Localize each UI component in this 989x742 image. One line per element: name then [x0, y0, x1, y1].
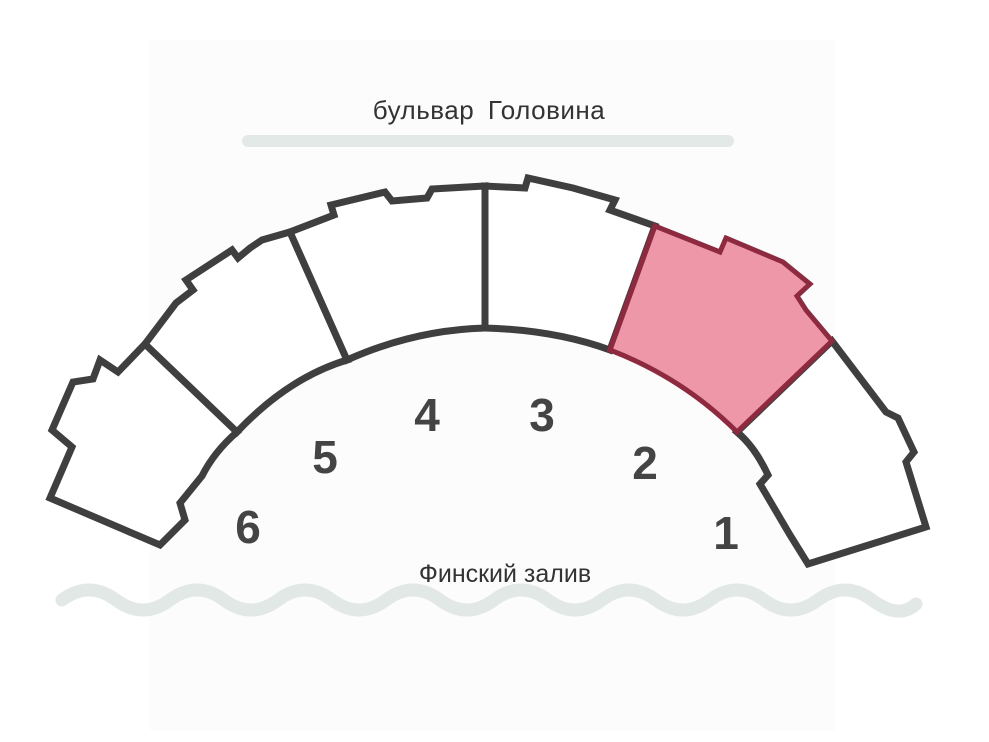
section-number-5: 5 — [312, 431, 338, 483]
section-number-6: 6 — [235, 501, 261, 553]
section-5[interactable] — [140, 227, 352, 437]
section-number-1: 1 — [713, 507, 739, 559]
gulf-wave — [55, 583, 923, 618]
section-4[interactable] — [285, 182, 489, 365]
section-1[interactable] — [731, 335, 931, 569]
street-label: бульвар Головина — [372, 95, 606, 125]
section-6[interactable] — [45, 339, 243, 550]
section-2-selected[interactable] — [606, 222, 836, 436]
section-number-4: 4 — [414, 389, 440, 441]
section-number-2: 2 — [632, 437, 658, 489]
water-label: Финский залив — [418, 560, 592, 588]
section-3[interactable] — [481, 173, 660, 355]
section-number-3: 3 — [529, 389, 555, 441]
